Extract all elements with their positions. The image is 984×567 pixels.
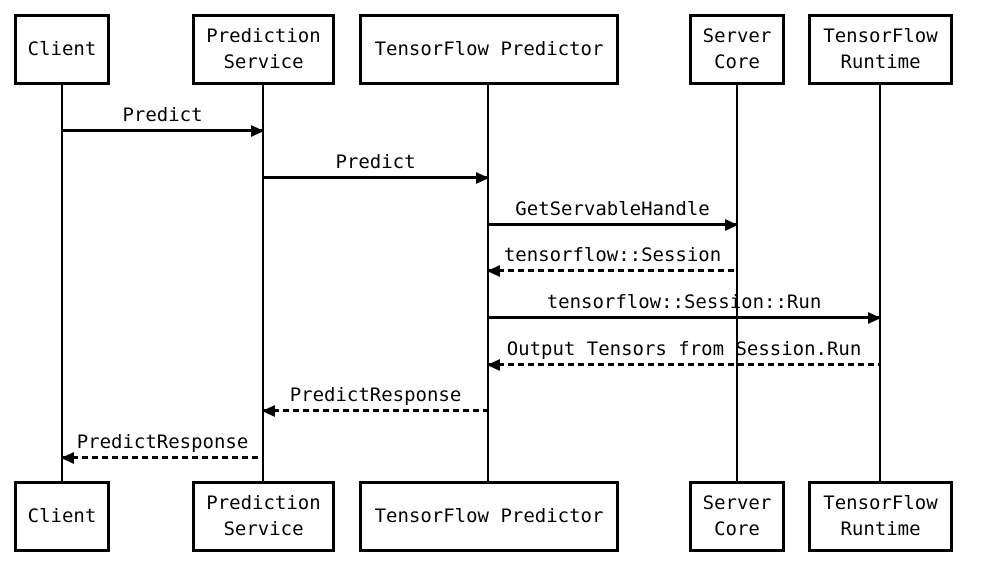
message-arrow-predict-2: [263, 171, 489, 184]
lifeline-tensorflow-predictor: [487, 85, 489, 481]
actor-box-client-bottom: Client: [14, 481, 110, 552]
arrowhead-left-icon: [61, 451, 74, 464]
message-label-getservablehandle: GetServableHandle: [515, 198, 710, 220]
actor-box-server-core-bottom: Server Core: [689, 481, 785, 552]
message-arrow-output-tensors: [487, 358, 880, 371]
actor-box-tensorflow-predictor-top: TensorFlow Predictor: [359, 14, 619, 85]
message-label-output-tensors: Output Tensors from Session.Run: [506, 338, 862, 360]
lifeline-prediction-service: [262, 85, 264, 481]
lifeline-server-core: [736, 85, 738, 481]
message-arrow-predict-1: [62, 124, 264, 137]
arrowhead-right-icon: [251, 124, 264, 137]
message-arrow-tensorflow-session: [487, 264, 737, 277]
actor-box-tensorflow-predictor-bottom: TensorFlow Predictor: [359, 481, 619, 552]
message-label-predict-1: Predict: [122, 104, 203, 126]
message-arrow-predictresponse-1: [262, 404, 488, 417]
message-label-predictresponse-2: PredictResponse: [76, 431, 249, 453]
arrowhead-left-icon: [262, 404, 275, 417]
lifeline-tensorflow-runtime: [879, 85, 881, 481]
message-arrow-session-run: [488, 311, 881, 324]
message-arrow-getservablehandle: [488, 218, 738, 231]
actor-box-tensorflow-runtime-top: TensorFlow Runtime: [808, 14, 953, 85]
arrowhead-right-icon: [725, 218, 738, 231]
arrowhead-right-icon: [868, 311, 881, 324]
actor-box-prediction-service-bottom: Prediction Service: [192, 481, 335, 552]
arrowhead-right-icon: [476, 171, 489, 184]
message-label-predict-2: Predict: [335, 151, 416, 173]
lifeline-client: [61, 85, 63, 481]
message-label-predictresponse-1: PredictResponse: [289, 384, 462, 406]
arrowhead-left-icon: [487, 264, 500, 277]
actor-box-client-top: Client: [14, 14, 110, 85]
arrowhead-left-icon: [487, 358, 500, 371]
message-label-session-run: tensorflow::Session::Run: [546, 291, 822, 313]
actor-box-prediction-service-top: Prediction Service: [192, 14, 335, 85]
actor-box-tensorflow-runtime-bottom: TensorFlow Runtime: [808, 481, 953, 552]
message-label-tensorflow-session: tensorflow::Session: [503, 244, 722, 266]
message-arrow-predictresponse-2: [61, 451, 263, 464]
actor-box-server-core-top: Server Core: [689, 14, 785, 85]
